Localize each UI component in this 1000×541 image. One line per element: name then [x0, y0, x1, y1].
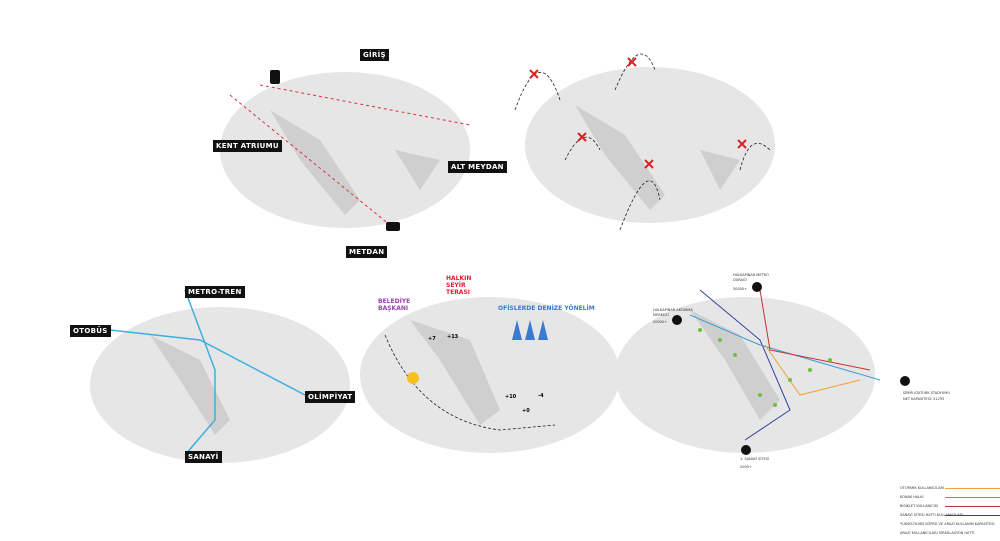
level-label: +0 — [522, 408, 530, 414]
label-metro-station: HALKAPINAR METRO DURAĞI — [733, 273, 769, 282]
train-icon — [270, 70, 280, 84]
legend-swatch — [945, 488, 1000, 489]
site-ellipse-transit — [90, 307, 350, 463]
legend-swatch — [945, 497, 1000, 498]
legend-item-label: OTOPARK KULLANICILARI — [900, 486, 944, 490]
legend-swatch — [945, 515, 1000, 516]
legend-item-label: KONAK HALKI — [900, 495, 924, 499]
label-halkin-terasi: HALKIN SEYİR TERASI — [446, 275, 472, 296]
car-icon — [386, 222, 400, 231]
label-olimpiyat: OLİMPİYAT — [305, 391, 356, 403]
level-label: +13 — [447, 334, 459, 340]
level-label: +10 — [505, 394, 517, 400]
site-ellipse-views — [360, 297, 620, 453]
label-belediye: BELEDİYE BAŞKANI — [378, 298, 411, 312]
label-sanayi: SANAYİ — [185, 451, 222, 463]
level-label: -4 — [538, 393, 544, 399]
label-stadyum-capacity: NET KAPASİTESİ: 51295 — [903, 397, 945, 401]
legend-swatch — [945, 506, 1000, 507]
label-aktarma: HALKAPINAR AKTARMA MERKEZİ — [653, 308, 693, 317]
label-otobus: OTOBÜS — [70, 325, 111, 337]
legend-item-label: SANAYİ SİTESİ HATTI KULLANICILARI — [900, 513, 963, 517]
label-kent-atriumu: KENT ATRIUMU — [213, 140, 282, 152]
label-aktarma-count: 20000+ — [653, 320, 668, 324]
label-sanayi-sitesi: 1. SANAYİ SİTESİ — [740, 457, 770, 461]
label-alt-meydan: ALT MEYDAN — [448, 161, 507, 173]
bus-icon — [672, 315, 682, 325]
label-stadyum: İZMİR ATATÜRK STADYUMU — [903, 391, 950, 395]
level-label: +7 — [428, 336, 436, 342]
label-ofisler: OFİSLERDE DENİZE YÖNELİM — [498, 305, 595, 312]
label-metro-count: 50000+ — [733, 287, 748, 291]
label-metro-tren: METRO-TREN — [185, 286, 245, 298]
industry-icon — [741, 445, 751, 455]
legend-item-label: BİSİKLET KULLANICISI — [900, 504, 938, 508]
label-sanayi-count: 5000+ — [740, 465, 752, 469]
sun-icon — [407, 372, 419, 384]
legend-note: YÜKSELTİLMİŞ KÖPRÜ VE ARAZİ KULLANIM KAP… — [900, 522, 995, 526]
legend-note: ARAZİ KULLANICILARI SİRKÜLASYON HATTI — [900, 531, 975, 535]
metro-icon — [752, 282, 762, 292]
stadium-icon — [900, 376, 910, 386]
label-meydan: METDAN — [346, 246, 388, 258]
label-giris: GİRİŞ — [360, 49, 389, 61]
site-ellipse-entrances — [220, 72, 470, 228]
site-ellipse-barriers — [525, 67, 775, 223]
